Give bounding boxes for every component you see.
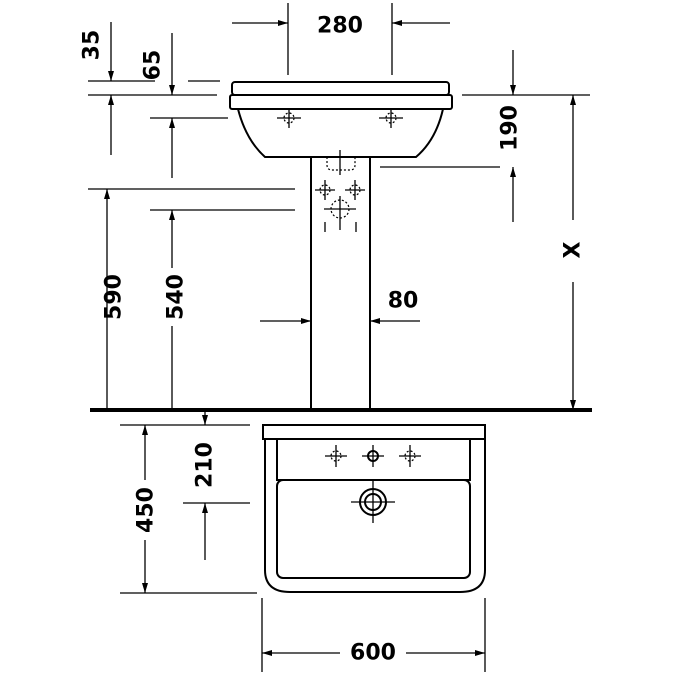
tap-hole-icon <box>379 108 403 128</box>
dim-600-label: 600 <box>350 641 396 666</box>
plan-view <box>262 424 486 593</box>
dim-210-label: 210 <box>193 442 218 488</box>
plan-bowl <box>276 479 471 579</box>
dim-65-label: 65 <box>141 50 166 81</box>
dim-190-label: 190 <box>498 105 523 151</box>
dim-450-label: 450 <box>134 487 159 533</box>
tap-hole-icon <box>399 445 421 467</box>
plan-body <box>264 439 486 593</box>
basin-bowl <box>237 108 444 158</box>
basin-rim <box>231 81 450 96</box>
pedestal <box>310 156 371 411</box>
side-elevation <box>90 81 592 412</box>
dim-540-label: 540 <box>164 274 189 320</box>
tap-hole-icon <box>325 445 347 467</box>
dim-35-label: 35 <box>80 30 105 61</box>
dim-x-label: X <box>561 241 586 258</box>
tap-hole-icon <box>362 445 384 467</box>
drain-icon <box>351 481 395 523</box>
plan-rim <box>262 424 486 440</box>
waste-fittings <box>315 150 365 232</box>
dim-80-label: 80 <box>388 289 419 314</box>
basin-band <box>229 94 453 110</box>
tap-hole-icon <box>277 108 301 128</box>
dim-590-label: 590 <box>102 274 127 320</box>
dimension-lines <box>88 3 590 410</box>
dim-280-label: 280 <box>317 14 363 39</box>
plan-dimension-lines <box>120 412 486 672</box>
